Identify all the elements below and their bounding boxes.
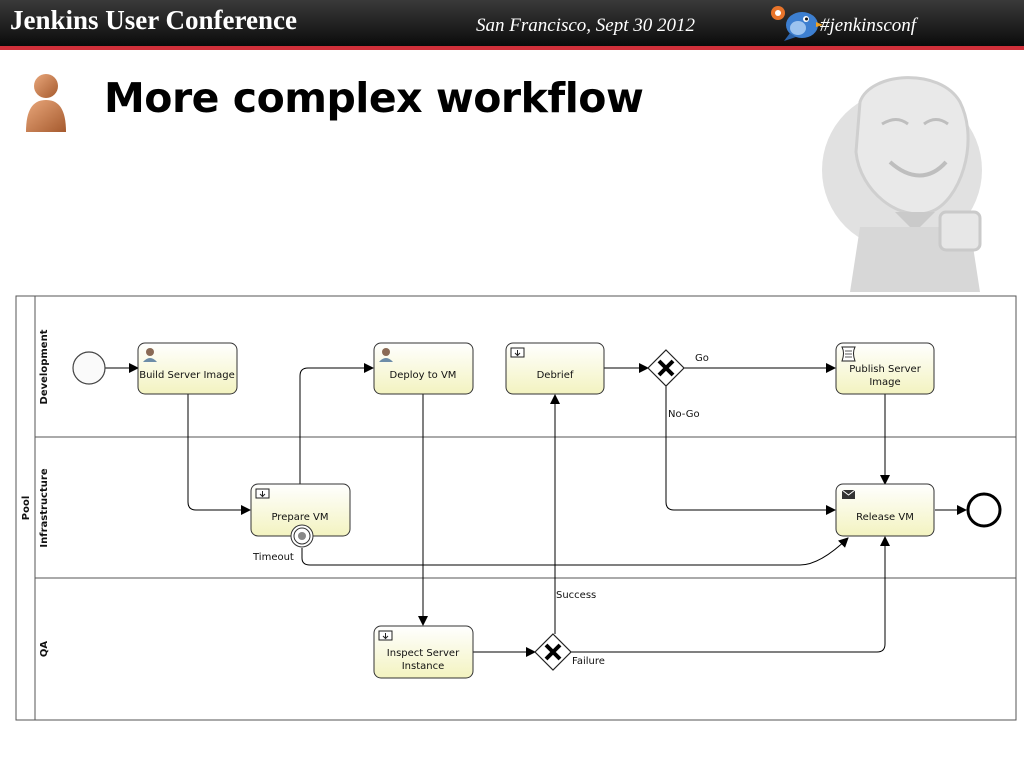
task-label-line2: Image [869,377,900,388]
exclusive-gateway-go-nogo [647,349,685,387]
task-label-line2: Instance [402,661,445,672]
pool-label: Pool [21,496,32,521]
conference-title: Jenkins User Conference [10,5,297,35]
start-event [72,351,106,385]
service-task-icon [378,630,393,641]
header-bar [0,0,1024,46]
flow-label-no-go: No-Go [668,409,700,420]
task-label: Debrief [537,370,574,381]
timer-event-icon [290,524,314,548]
bird-logo-icon [771,6,823,41]
flow-label-go: Go [695,353,709,364]
user-task-icon [379,348,393,362]
task-label-line1: Inspect Server [387,648,460,659]
lane-label-qa: QA [39,641,50,658]
flow-timeout-to-release [301,537,849,566]
lane-label-development: Development [39,329,50,404]
flow-label-failure: Failure [572,656,605,667]
flow-build-to-prepare [187,394,251,515]
task-publish-server-image: Publish Server Image [835,342,935,395]
flow-label-timeout: Timeout [252,552,294,563]
flow-label-success: Success [556,590,596,601]
task-label: Build Server Image [139,370,235,381]
task-prepare-vm: Prepare VM [250,483,351,548]
task-debrief: Debrief [505,342,605,395]
header-accent-line [0,46,1024,50]
exclusive-gateway-icon [544,643,562,661]
exclusive-gateway-icon [657,359,675,377]
task-label: Prepare VM [271,512,328,523]
slide-title: More complex workflow [104,74,644,122]
jenkins-butler-icon [822,76,982,292]
service-task-icon [510,347,525,358]
flow-failure-to-release [571,536,890,653]
flow-nogo-to-release [665,386,836,515]
script-task-icon [841,346,856,362]
person-icon [26,74,66,132]
envelope-icon [841,489,856,499]
task-inspect-server-instance: Inspect Server Instance [373,625,474,679]
task-label-line1: Publish Server [849,364,922,375]
task-label: Deploy to VM [390,370,457,381]
conference-place-date: San Francisco, Sept 30 2012 [476,15,696,36]
flow-prepare-to-deploy [299,363,374,484]
service-task-icon [255,488,270,499]
task-build-server-image: Build Server Image [137,342,238,395]
user-task-icon [143,348,157,362]
task-deploy-to-vm: Deploy to VM [373,342,474,395]
end-event [966,492,1002,528]
exclusive-gateway-success-failure [534,633,572,671]
task-label: Release VM [856,512,914,523]
lane-label-infrastructure: Infrastructure [39,468,50,547]
conference-hashtag: #jenkinsconf [820,15,917,36]
task-release-vm: Release VM [835,483,935,537]
